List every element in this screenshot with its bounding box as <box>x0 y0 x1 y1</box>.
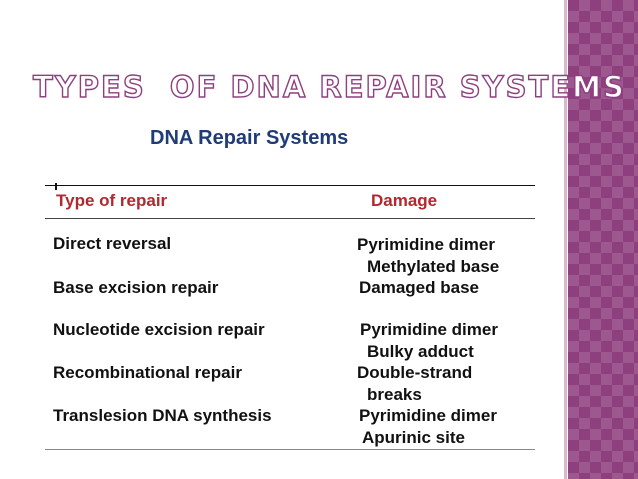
row-2-type: Base excision repair <box>53 278 219 297</box>
table-bottom-rule <box>45 449 535 450</box>
row-5-type: Translesion DNA synthesis <box>53 406 272 425</box>
column-header-damage: Damage <box>371 191 438 210</box>
row-1-type: Direct reversal <box>53 234 172 253</box>
row-1-damage-2: Methylated base <box>367 257 500 276</box>
row-3-damage-2: Bulky adduct <box>367 342 474 361</box>
row-2-damage-1: Damaged base <box>359 278 479 297</box>
row-1-damage-1: Pyrimidine dimer <box>357 235 495 254</box>
row-4-type: Recombinational repair <box>53 363 242 382</box>
table-rule-tick <box>55 183 57 190</box>
row-5-damage-2: Apurinic site <box>362 428 465 447</box>
row-3-type: Nucleotide excision repair <box>53 320 265 339</box>
table-top-rule <box>45 185 535 186</box>
side-divider <box>564 0 567 479</box>
slide-title: TYPES OF DNA REPAIR SYSTEMS <box>32 69 626 104</box>
table-caption: DNA Repair Systems <box>150 127 349 149</box>
row-5-damage-1: Pyrimidine dimer <box>359 406 497 425</box>
column-header-type: Type of repair <box>56 191 168 210</box>
decorative-side-band <box>568 0 638 479</box>
row-4-damage-1: Double-strand <box>357 363 473 382</box>
table-header-rule <box>45 218 535 219</box>
row-3-damage-1: Pyrimidine dimer <box>360 320 498 339</box>
row-4-damage-2: breaks <box>367 385 422 404</box>
